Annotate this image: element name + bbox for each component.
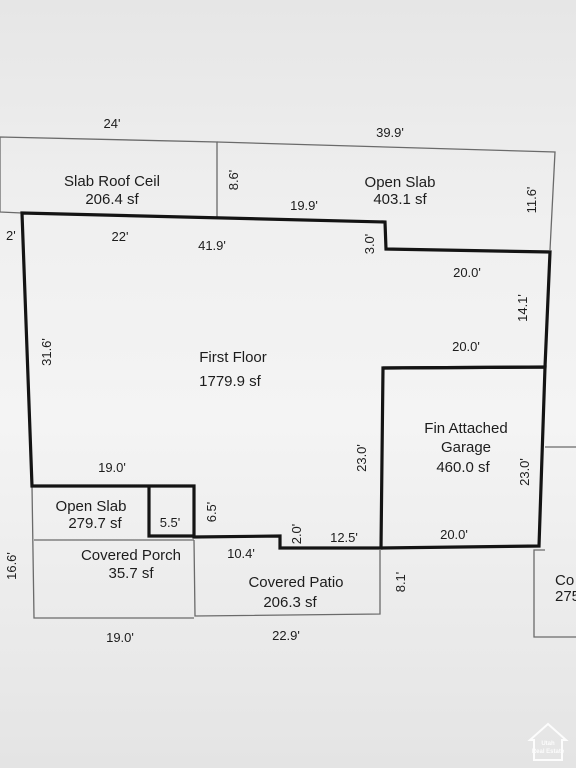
partial-right-area: 275 (555, 588, 576, 605)
dim-first-floor-bottom-left: 19.0' (98, 460, 126, 475)
dim-porch-notch: 6.5' (204, 502, 219, 523)
covered-patio-outline (193, 539, 381, 617)
open-slab-bottom-area: 279.7 sf (68, 515, 122, 532)
open-slab-top-outline (216, 141, 556, 251)
covered-patio-name: Covered Patio (248, 574, 343, 591)
dim-top-right-width: 39.9' (376, 125, 404, 140)
dim-slab-roof-depth: 8.6' (226, 170, 241, 191)
dim-patio-right: 8.1' (393, 572, 408, 593)
dim-right-upper-height: 14.1' (515, 294, 530, 322)
porch-notch-outline (147, 486, 194, 538)
dim-open-slab-depth: 11.6' (524, 187, 539, 214)
partial-right-outline (533, 446, 576, 638)
dim-garage-bottom: 20.0' (440, 527, 468, 542)
first-floor-area: 1779.9 sf (199, 373, 262, 390)
covered-porch-name: Covered Porch (81, 547, 181, 564)
realtor-logo-watermark: Utah Real Estate (527, 722, 569, 761)
covered-porch-area: 35.7 sf (108, 565, 154, 582)
dim-first-floor-left: 31.6' (39, 338, 54, 366)
watermark-line2: Real Estate (532, 749, 565, 755)
partial-right-name: Co (555, 572, 574, 589)
dim-garage-right: 23.0' (517, 458, 532, 486)
house-icon (527, 722, 569, 761)
watermark-line1: Utah (541, 741, 555, 747)
dim-patio-step: 2.0' (289, 524, 304, 545)
dim-left-offset: 2' (6, 228, 16, 243)
open-slab-bottom-outline (31, 485, 194, 619)
dim-inner-vertical: 23.0' (354, 444, 369, 472)
dim-first-floor-top: 41.9' (198, 238, 226, 253)
first-floor-name: First Floor (199, 349, 267, 366)
garage-outline (380, 365, 547, 550)
dim-bottom-left-width: 19.0' (106, 630, 134, 645)
dim-patio-top-left: 10.4' (227, 546, 255, 561)
dim-bottom-patio-width: 22.9' (272, 628, 300, 643)
dim-first-floor-left-top: 22' (112, 229, 129, 244)
dim-top-left-width: 24' (104, 116, 121, 131)
slab-roof-ceil-name: Slab Roof Ceil (64, 173, 160, 190)
dim-right-upper-width: 20.0' (453, 265, 481, 280)
garage-area: 460.0 sf (436, 459, 490, 476)
covered-patio-area: 206.3 sf (263, 594, 317, 611)
garage-name-line1: Fin Attached (424, 420, 507, 437)
dim-garage-top: 20.0' (452, 339, 480, 354)
open-slab-bottom-name: Open Slab (56, 498, 127, 515)
slab-roof-ceil-area: 206.4 sf (85, 191, 139, 208)
open-slab-top-name: Open Slab (365, 174, 436, 191)
dim-bottom-left-height: 16.6' (4, 552, 19, 580)
dim-patio-top-right: 12.5' (330, 530, 358, 545)
dim-step-height: 3.0' (362, 234, 377, 255)
dim-porch-small: 5.5' (160, 515, 181, 530)
dim-open-slab-inner: 19.9' (290, 198, 318, 213)
open-slab-top-area: 403.1 sf (373, 191, 427, 208)
garage-name-line2: Garage (441, 439, 491, 456)
